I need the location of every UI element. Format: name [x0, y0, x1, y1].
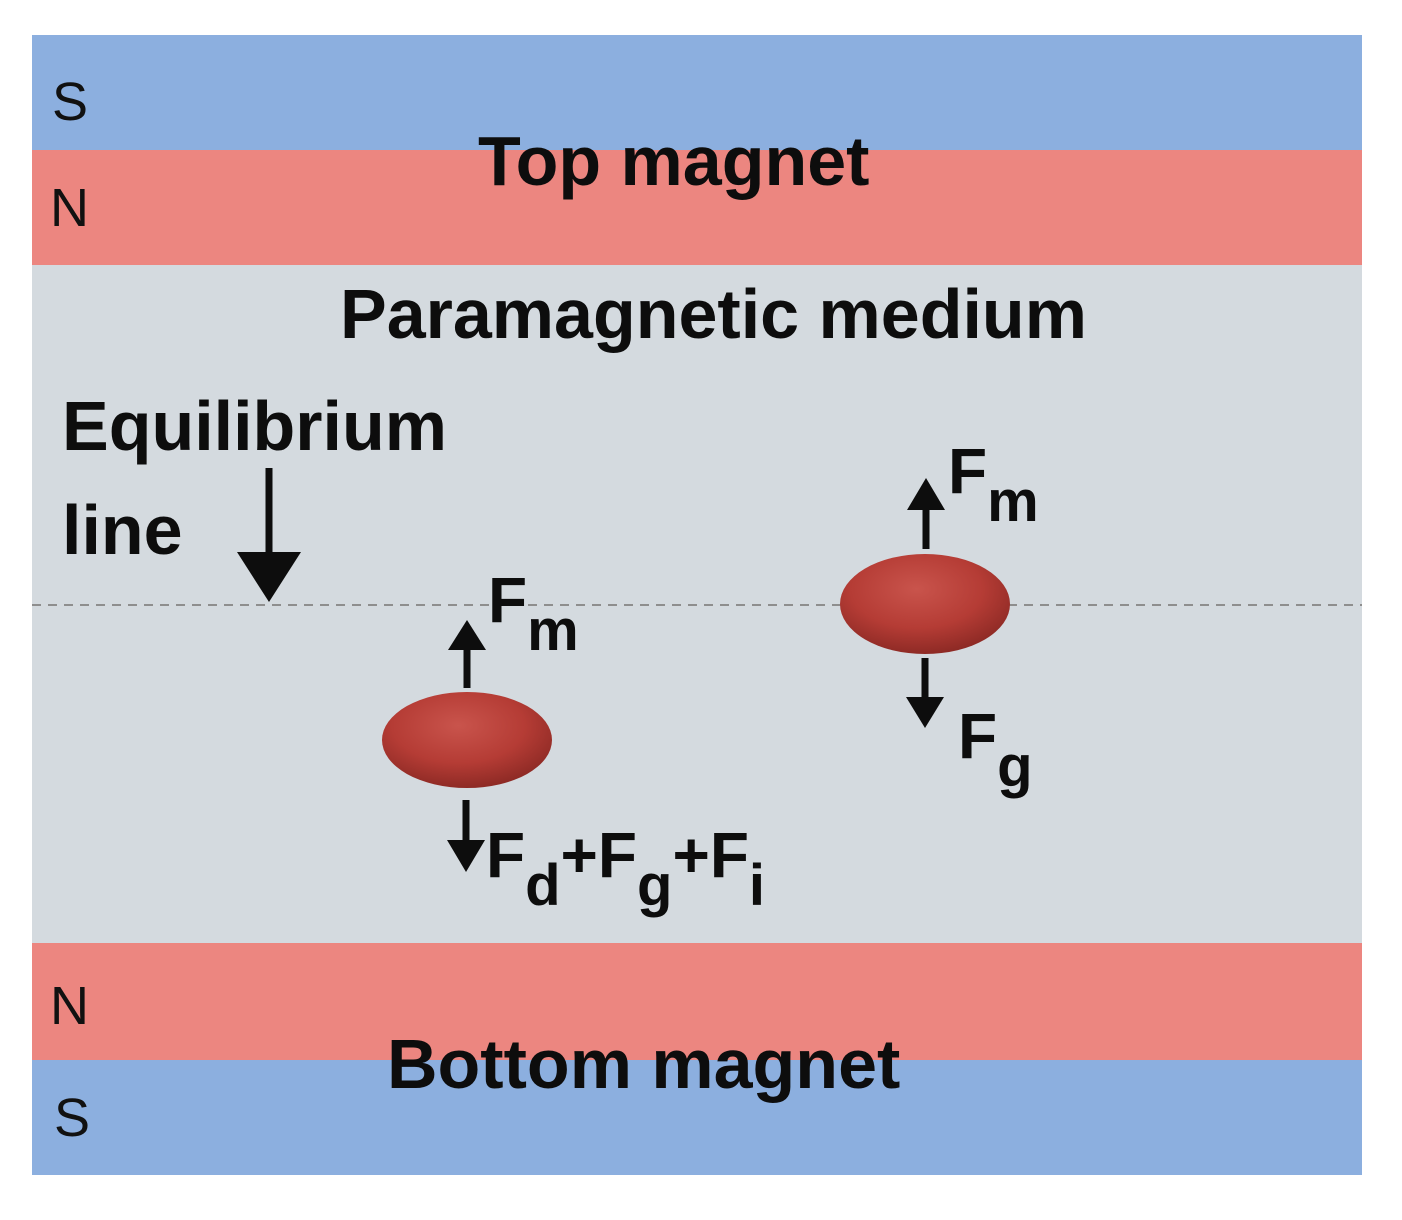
- top-magnet-north-pole: [32, 150, 1362, 265]
- force-symbol: F: [486, 819, 525, 891]
- force-subscript: m: [987, 469, 1039, 534]
- particle-levitated-body: [840, 554, 1010, 654]
- top-magnet-outer-pole-label: S: [52, 72, 88, 132]
- bottom-magnet: N S Bottom magnet: [32, 943, 1362, 1175]
- force-symbol: F: [598, 819, 637, 891]
- top-magnet: S N Top magnet: [32, 35, 1362, 265]
- bottom-magnet-north-pole: [32, 943, 1362, 1060]
- particle-moving: Fm Fd+Fg+Fi: [382, 564, 765, 918]
- equilibrium-label-line2: line: [62, 491, 183, 569]
- plus-sign: +: [561, 819, 598, 891]
- bottom-magnet-inner-pole-label: N: [50, 976, 89, 1036]
- force-subscript: m: [527, 598, 579, 663]
- particle-moving-down-arrow: [447, 800, 485, 872]
- particle-moving-up-force-label: Fm: [488, 564, 579, 663]
- top-magnet-south-pole: [32, 35, 1362, 150]
- force-symbol: F: [488, 564, 527, 636]
- equilibrium-label-line1: Equilibrium: [62, 387, 447, 465]
- force-symbol: F: [948, 435, 987, 507]
- top-magnet-label: Top magnet: [478, 122, 869, 200]
- bottom-magnet-label: Bottom magnet: [387, 1025, 900, 1103]
- top-magnet-inner-pole-label: N: [50, 178, 89, 238]
- force-subscript: i: [749, 853, 765, 918]
- particle-levitated-down-arrow: [906, 658, 944, 728]
- equilibrium-pointer-arrow: [237, 468, 301, 602]
- particle-moving-body: [382, 692, 552, 788]
- force-subscript: g: [997, 734, 1032, 799]
- particle-levitated: Fm Fg: [840, 435, 1039, 799]
- plus-sign: +: [672, 819, 709, 891]
- force-subscript: g: [637, 853, 672, 918]
- particle-levitated-down-force-label: Fg: [958, 700, 1033, 799]
- force-symbol: F: [958, 700, 997, 772]
- particle-levitated-up-arrow: [907, 478, 945, 549]
- medium-label: Paramagnetic medium: [340, 275, 1087, 353]
- particle-moving-up-arrow: [448, 620, 486, 688]
- force-symbol: F: [710, 819, 749, 891]
- particle-levitated-up-force-label: Fm: [948, 435, 1039, 534]
- force-subscript: d: [525, 853, 560, 918]
- particle-moving-down-force-label: Fd+Fg+Fi: [486, 819, 765, 918]
- bottom-magnet-outer-pole-label: S: [54, 1088, 90, 1148]
- bottom-magnet-south-pole: [32, 1060, 1362, 1175]
